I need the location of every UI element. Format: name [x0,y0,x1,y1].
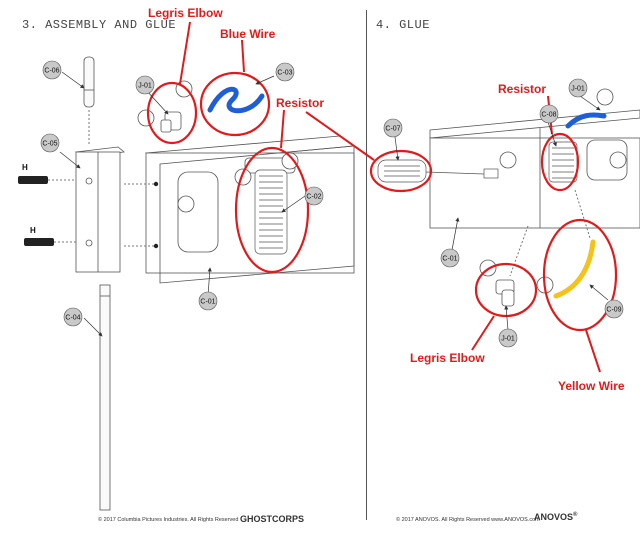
connector-c07 [377,159,499,183]
bolt-h-lower [24,238,76,246]
label-legris-elbow-right: Legris Elbow [410,351,485,365]
block-c05 [75,146,125,273]
callout-c02: C-02 [304,186,324,206]
bolt-h-upper [18,176,76,184]
footer-left: © 2017 Columbia Pictures Industries. All… [98,517,239,523]
footer-right: © 2017 ANOVOS. All Rights Reserved www.A… [396,517,540,523]
main-body-c01-right [429,109,640,229]
label-resistor-right: Resistor [498,82,546,96]
step-3-title: 3. ASSEMBLY AND GLUE [22,18,177,32]
svg-text:C-04: C-04 [65,315,80,322]
callout-leaders-right [394,95,609,331]
svg-text:J-01: J-01 [138,83,152,90]
hole-dot [153,243,159,249]
hole-dot [153,181,159,187]
bolt-label-lower: H [30,226,36,235]
callout-leaders-left [59,71,306,337]
legris-elbow-left [160,111,182,133]
callout-c08: C-08 [539,104,559,124]
label-resistor-left: Resistor [276,96,324,110]
callout-c05: C-05 [40,133,60,153]
svg-text:J-01: J-01 [501,336,515,343]
callout-c09: C-09 [604,299,624,319]
callout-c04: C-04 [63,307,83,327]
guide-line [574,189,591,239]
annotation-leaders-left [179,21,285,149]
blue-wire-stub [565,112,607,129]
svg-text:C-01: C-01 [200,299,215,306]
svg-text:C-02: C-02 [306,194,321,201]
label-legris-elbow-left: Legris Elbow [148,6,223,20]
svg-text:C-09: C-09 [606,307,621,314]
resistor-c08 [548,141,578,183]
blue-wire [207,86,265,114]
callout-j01-bottom: J-01 [498,328,518,348]
svg-text:J-01: J-01 [571,86,585,93]
legris-elbow-right [495,279,515,307]
label-yellow-wire: Yellow Wire [558,379,625,393]
svg-text:C-08: C-08 [541,112,556,119]
rod-c04 [99,284,111,511]
callout-c01-right: C-01 [440,248,460,268]
registered-mark: ® [573,512,578,518]
svg-text:C-07: C-07 [385,126,400,133]
svg-text:C-06: C-06 [44,68,59,75]
callout-c06: C-06 [42,60,62,80]
callout-c01-left: C-01 [198,291,218,311]
yellow-wire [553,239,596,299]
guide-line [509,225,529,277]
callout-c03: C-03 [275,62,295,82]
bolt-label-upper: H [22,163,28,172]
callout-c07: C-07 [383,118,403,138]
resistor-c02 [254,169,288,255]
svg-text:C-05: C-05 [42,141,57,148]
step-4-title: 4. GLUE [376,18,430,32]
highlight-circles-left [146,71,310,274]
callout-j01-top: J-01 [568,78,588,98]
anovos-logo: ANOVOS® [534,512,577,522]
panel-divider [366,10,367,520]
callout-j01-left: J-01 [135,75,155,95]
anovos-logo-text: ANOVOS [534,512,574,522]
svg-text:C-03: C-03 [277,70,292,77]
rod-c06 [83,56,95,108]
label-blue-wire: Blue Wire [220,27,276,41]
highlight-circles-right [369,132,618,332]
svg-text:C-01: C-01 [442,256,457,263]
ghostcorps-logo: GHOSTCORPS [240,514,305,524]
